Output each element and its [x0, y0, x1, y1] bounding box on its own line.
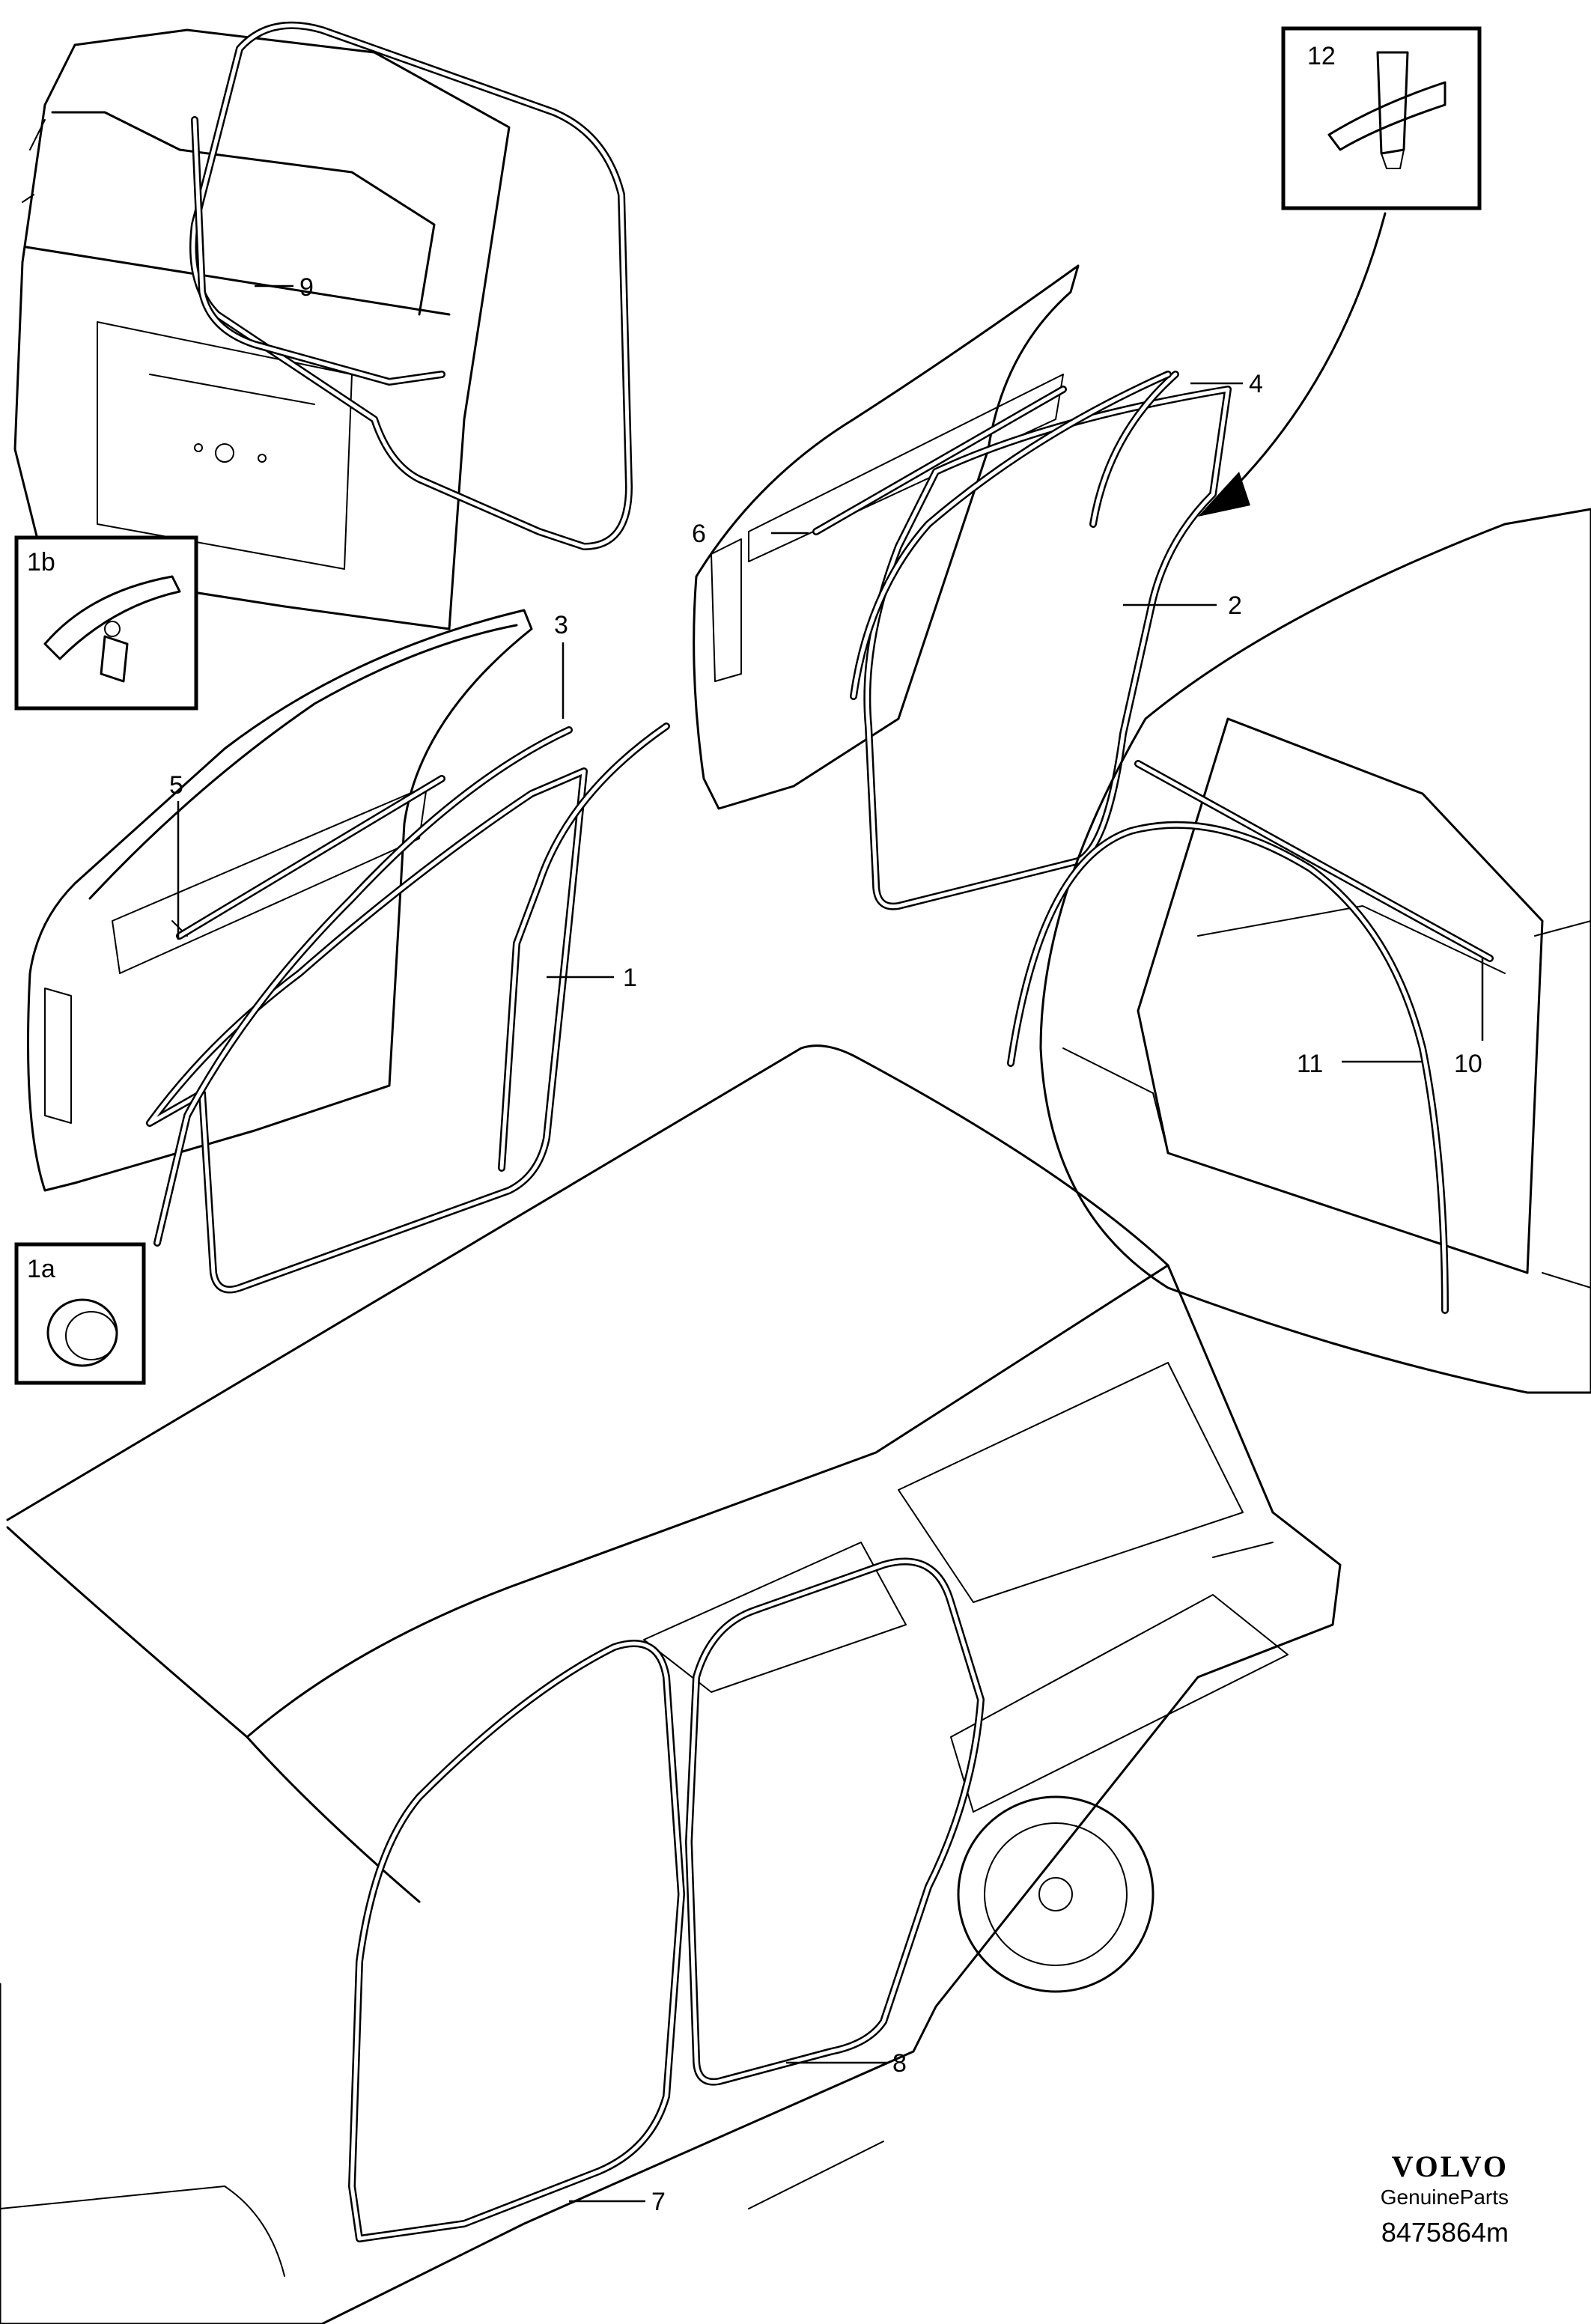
callout-7: 7: [651, 2188, 666, 2216]
volvo-brand-block: VOLVO GenuineParts 8475864m: [1381, 2149, 1509, 2248]
callout-10: 10: [1454, 1050, 1482, 1078]
callout-leaders: [177, 285, 1484, 2203]
callout-12: 12: [1307, 42, 1336, 70]
callout-9: 9: [299, 273, 314, 302]
front-door-illustration: [27, 609, 533, 1192]
callout-labels: 9 4 6 2 3 5 1 10 11 8 7 1b 1a 12: [27, 42, 1482, 2216]
seal-4: [850, 371, 1172, 700]
seal-11: [1007, 821, 1449, 1314]
callout-8: 8: [892, 2049, 907, 2078]
cargo-opening-illustration: [1039, 508, 1591, 1394]
callout-1a: 1a: [27, 1255, 55, 1283]
seal-5: [176, 775, 445, 940]
callout-11: 11: [1297, 1050, 1323, 1078]
seal-6: [812, 386, 1067, 535]
seal-9: [189, 21, 633, 550]
tailgate-illustration: [13, 28, 511, 630]
drawing-number: 8475864m: [1381, 2217, 1509, 2248]
callout-2: 2: [1228, 591, 1242, 620]
callout-6: 6: [692, 520, 706, 548]
volvo-logo: VOLVO: [1391, 2150, 1509, 2183]
seal-10: [1134, 760, 1494, 962]
callout-5: 5: [169, 771, 183, 800]
seal-7: [348, 1640, 685, 2242]
genuine-parts-tagline: GenuineParts: [1380, 2185, 1509, 2209]
seal-8: [685, 1557, 985, 2086]
callout-4: 4: [1249, 370, 1263, 398]
inset-1a: [14, 1242, 146, 1385]
inset-1b: [14, 535, 198, 711]
car-body-illustration: [0, 1044, 1342, 2324]
seal-3: [153, 726, 573, 1247]
seal-1: [146, 723, 670, 1294]
inset-12: [1281, 26, 1482, 210]
callout-1: 1: [623, 964, 637, 992]
arrow-12-to-seal-2: [1198, 212, 1387, 517]
callout-1b: 1b: [27, 548, 55, 577]
callout-3: 3: [554, 611, 568, 639]
rear-door-illustration: [693, 264, 1080, 810]
